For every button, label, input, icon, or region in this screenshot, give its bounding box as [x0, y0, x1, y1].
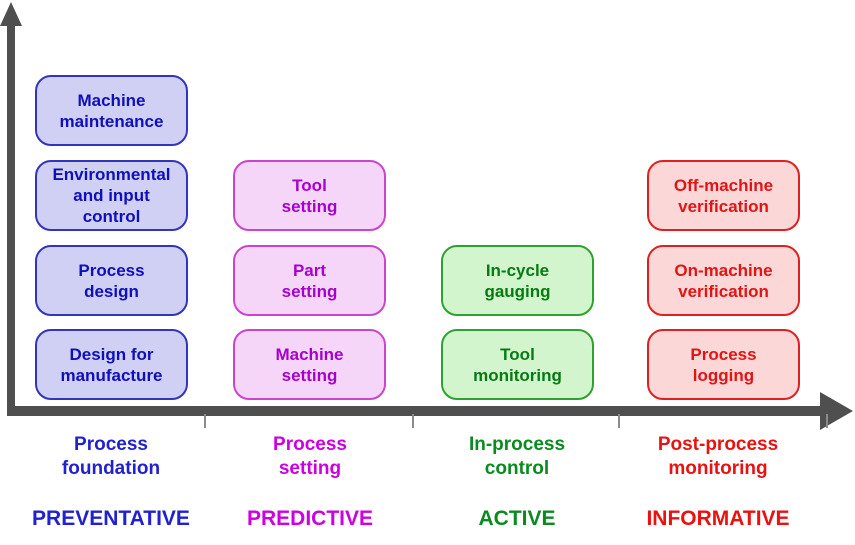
y-axis-arrowhead-icon [0, 2, 22, 26]
y-axis-line [7, 24, 15, 416]
category-informative: INFORMATIVE [646, 507, 790, 530]
axis-label-post-process-monitoring: Post-process monitoring [657, 434, 779, 479]
x-axis-line [7, 406, 821, 416]
axis-tick [412, 414, 414, 428]
box-in-cycle-gauging: In-cycle gauging [441, 245, 594, 316]
box-environmental-and-input-control: Environmental and input control [35, 160, 188, 231]
box-machine-maintenance: Machine maintenance [35, 75, 188, 146]
box-off-machine-verification: Off-machine verification [647, 160, 800, 231]
box-process-logging: Process logging [647, 329, 800, 400]
category-predictive: PREDICTIVE [246, 507, 374, 530]
box-on-machine-verification: On-machine verification [647, 245, 800, 316]
axis-label-process-setting: Process setting [273, 434, 347, 479]
box-tool-setting: Tool setting [233, 160, 386, 231]
axis-tick [618, 414, 620, 428]
box-machine-setting: Machine setting [233, 329, 386, 400]
axis-tick [204, 414, 206, 428]
axis-label-in-process-control: In-process control [468, 434, 566, 479]
box-tool-monitoring: Tool monitoring [441, 329, 594, 400]
box-process-design: Process design [35, 245, 188, 316]
box-design-for-manufacture: Design for manufacture [35, 329, 188, 400]
axis-tick [826, 414, 828, 428]
category-preventative: PREVENTATIVE [32, 507, 190, 530]
box-part-setting: Part setting [233, 245, 386, 316]
x-axis-arrowhead-icon [820, 392, 853, 430]
category-active: ACTIVE [478, 507, 556, 530]
axis-label-process-foundation: Process foundation [61, 434, 161, 479]
